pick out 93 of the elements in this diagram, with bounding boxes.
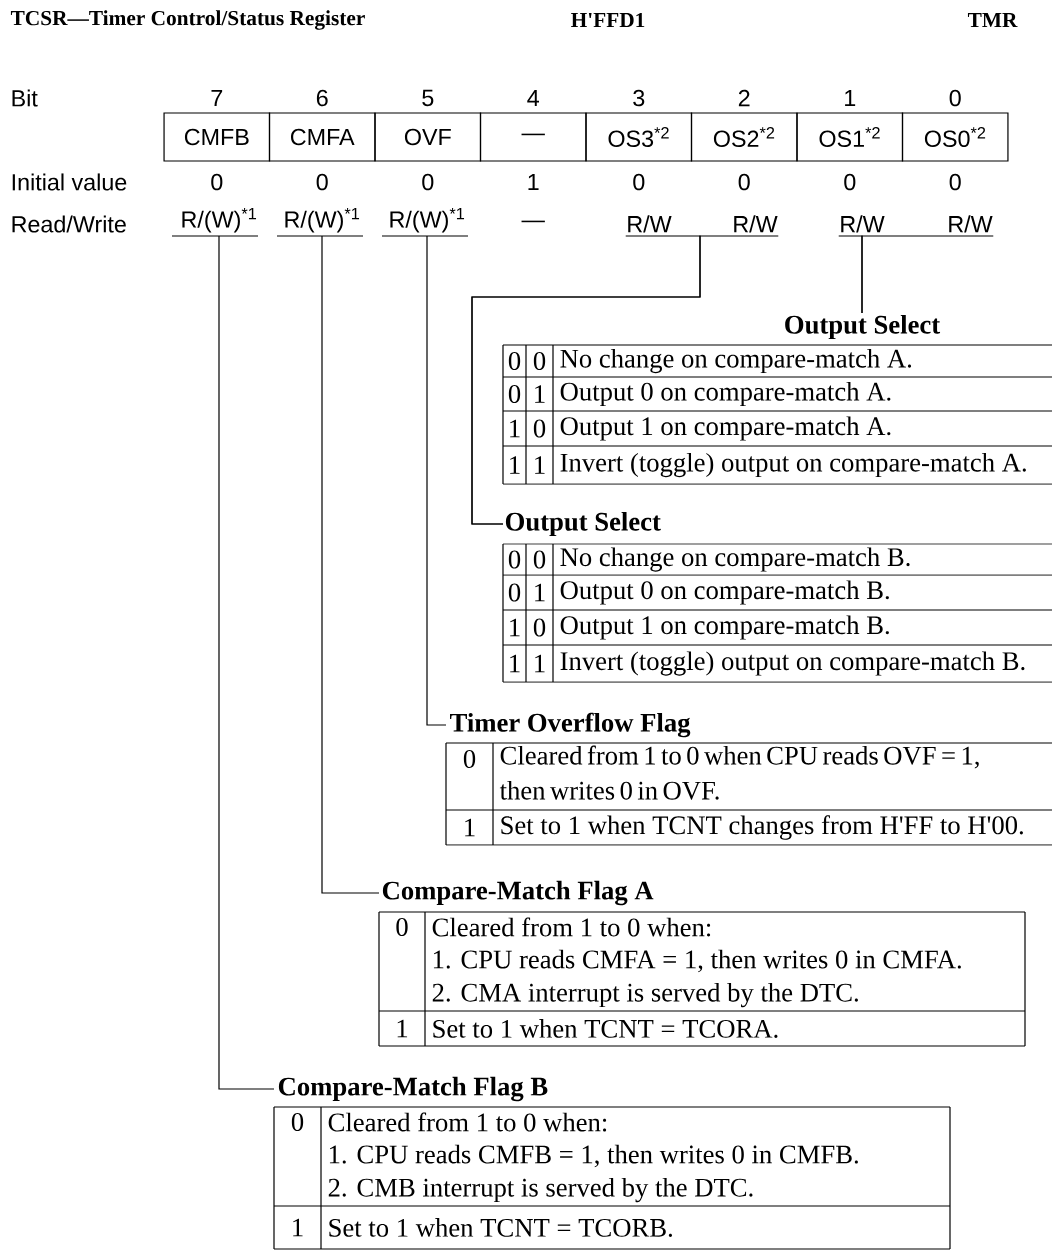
leader-line — [426, 235, 447, 726]
table-heading: Compare-Match Flag B — [278, 1076, 548, 1102]
bit-value: 0 — [291, 1113, 304, 1131]
description-text: No change on compare-match A. — [560, 348, 912, 374]
description-text: 1. CPU reads CMFA = 1, then writes 0 in CMFA. — [433, 949, 961, 973]
description-text: Output 1 on compare-match A. — [560, 416, 891, 441]
initial-value: 0 — [949, 173, 961, 191]
initial-value: 0 — [422, 173, 434, 191]
description-table — [378, 880, 1026, 1047]
description-text: No change on compare-match B. — [560, 547, 910, 572]
register-cell: CMFA — [268, 112, 376, 162]
register-cell: OS2$^{*2}$ — [690, 112, 798, 162]
bit-value: 0 — [533, 419, 546, 438]
bit-number: 7 — [211, 90, 223, 107]
description-text: Set to 1 when TCNT = TCORA. — [433, 1019, 778, 1038]
address-label: H'FFD1 — [571, 12, 645, 28]
bit-number: 5 — [422, 89, 434, 107]
bit-value: 1 — [510, 419, 520, 438]
access-label: R/(W)$^{*1}$ — [285, 208, 360, 233]
description-table — [445, 712, 1052, 846]
access-label: R/W — [628, 215, 672, 233]
description-text: 1. CPU reads CMFB = 1, then writes 0 in CMFB. — [329, 1144, 858, 1168]
initial-value: 1 — [528, 173, 539, 191]
description-text: Output 1 on compare-match B. — [560, 615, 889, 640]
access-label: R/(W)$^{*1}$ — [182, 208, 257, 233]
description-text: Invert (toggle) output on compare-match A. — [560, 452, 1026, 478]
bit-number: 4 — [527, 90, 539, 107]
row-header: Read/Write — [12, 215, 126, 233]
bit-number: 1 — [845, 90, 856, 107]
bit-value: 1 — [465, 818, 475, 837]
description-table — [273, 1076, 951, 1250]
table-heading: Output Select — [785, 314, 941, 340]
bit-value: 1 — [535, 385, 545, 403]
bit-value: 0 — [533, 550, 546, 569]
bit-value: 0 — [508, 583, 521, 602]
initial-value: 0 — [633, 173, 645, 191]
initial-value: 0 — [211, 173, 223, 191]
description-text: Set to 1 when TCNT = TCORB. — [329, 1218, 672, 1237]
description-text: Cleared from 1 to 0 when CPU reads OVF = 1, then writes 0 in OVF. — [499, 745, 979, 800]
bit-value: 1 — [397, 1019, 408, 1038]
bit-number: 0 — [949, 89, 961, 107]
leader-line — [861, 235, 994, 314]
bit-value: 1 — [293, 1218, 303, 1237]
access-label: R/W — [841, 215, 885, 233]
table-heading: Compare-Match Flag A — [382, 880, 654, 906]
row-header: Bit — [12, 89, 38, 107]
row-header: Initial value — [12, 173, 127, 191]
bit-number: 3 — [633, 89, 645, 107]
description-text: Cleared from 1 to 0 when: — [432, 917, 711, 937]
table-heading: Output Select — [505, 511, 661, 537]
bit-value: 0 — [396, 918, 408, 936]
bit-value: 0 — [508, 550, 521, 569]
description-text: Output 0 on compare-match B. — [560, 580, 889, 605]
bit-value: 0 — [508, 352, 521, 370]
description-text: 2. CMB interrupt is served by the DTC. — [328, 1177, 753, 1203]
module-label: TMR — [967, 13, 1018, 27]
bit-value: 0 — [533, 352, 546, 370]
bit-value: 0 — [533, 618, 546, 637]
bit-value: 0 — [463, 750, 476, 768]
bit-value: 1 — [510, 618, 520, 637]
bit-value: 1 — [535, 583, 545, 602]
description-text: Cleared from 1 to 0 when: — [328, 1112, 607, 1132]
access-label: R/(W)$^{*1}$ — [390, 208, 465, 233]
description-table — [502, 511, 1052, 683]
bit-value: 1 — [510, 456, 520, 474]
register-cell: — — [479, 112, 587, 162]
initial-value: 0 — [316, 173, 328, 191]
register-cell: OS0$^{*2}$ — [901, 112, 1009, 162]
bit-value: 0 — [508, 385, 521, 403]
description-text: Set to 1 when TCNT changes from H'FF to H'00. — [501, 815, 1023, 840]
description-text: Invert (toggle) output on compare-match B. — [560, 651, 1025, 676]
description-table — [502, 314, 1052, 485]
initial-value: 0 — [738, 173, 750, 191]
register-cell: CMFB — [163, 112, 271, 162]
bit-value: 1 — [535, 654, 545, 673]
description-text: Output 0 on compare-match A. — [560, 381, 891, 407]
bit-number: 2 — [738, 89, 750, 107]
access-label: R/W — [949, 215, 993, 233]
leader-line — [218, 235, 275, 1090]
leader-line — [471, 235, 779, 525]
bit-value: 1 — [510, 654, 520, 673]
initial-value: 0 — [844, 173, 856, 191]
bit-number: 6 — [316, 89, 328, 107]
register-cell: OS3$^{*2}$ — [585, 112, 693, 162]
bit-value: 1 — [535, 456, 545, 474]
leader-line — [321, 235, 380, 894]
access-label: R/W — [734, 215, 778, 233]
table-heading: Timer Overflow Flag — [450, 712, 691, 738]
register-cell: OS1$^{*2}$ — [796, 112, 904, 162]
access-label: — — [521, 220, 545, 223]
description-text: 2. CMA interrupt is served by the DTC. — [432, 982, 858, 1008]
title: TCSR—Timer Control/Status Register — [10, 10, 365, 30]
register-cell: OVF — [374, 112, 482, 162]
